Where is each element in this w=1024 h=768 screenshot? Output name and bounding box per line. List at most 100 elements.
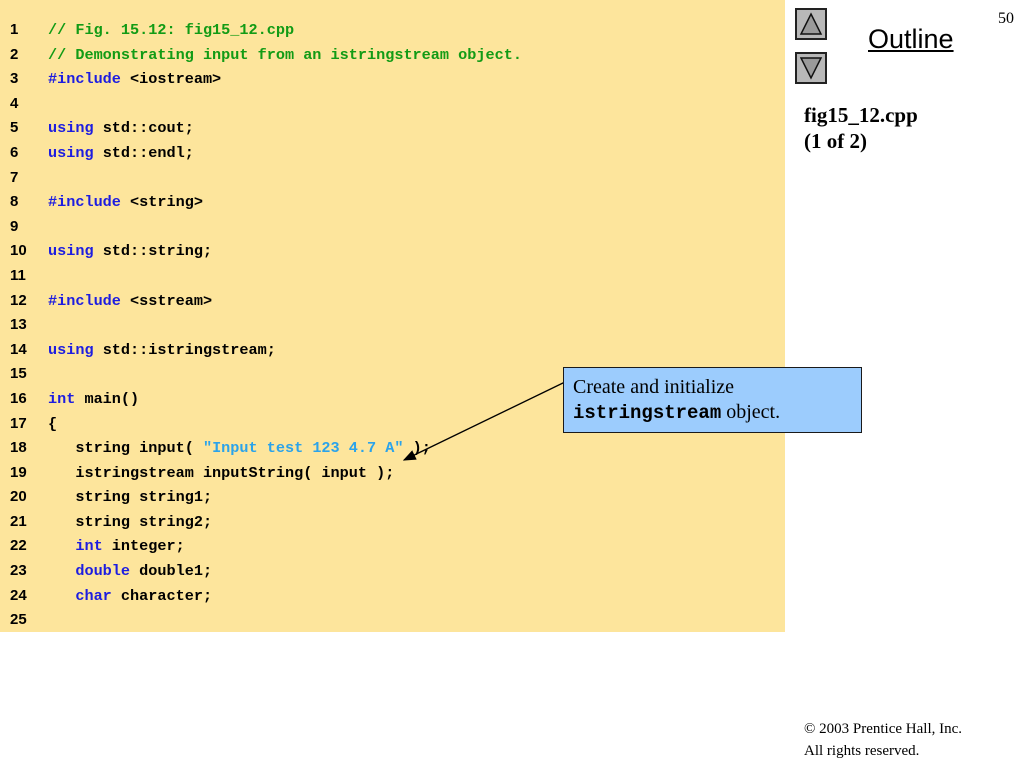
code-token-keyword: using [48, 143, 94, 162]
code-token-plain: std::string; [93, 242, 213, 261]
code-token-plain: character; [111, 586, 213, 605]
code-line: 9 [0, 215, 785, 240]
line-code: using std::istringstream; [48, 338, 276, 363]
code-line: 24 char character; [0, 584, 785, 609]
code-line: 6 using std::endl; [0, 141, 785, 166]
line-code: #include <sstream> [48, 289, 212, 314]
code-token-keyword: int [48, 389, 76, 408]
code-token-plain: integer; [102, 537, 185, 556]
line-number: 15 [10, 365, 27, 383]
line-number: 21 [10, 512, 27, 530]
callout-box: Create and initialize istringstream obje… [563, 367, 862, 433]
line-code: string string2; [48, 510, 212, 535]
code-token-plain: <iostream> [120, 70, 222, 89]
rights-line: All rights reserved. [804, 743, 920, 759]
line-number: 20 [10, 488, 27, 506]
code-line: 12 #include <sstream> [0, 289, 785, 314]
code-token-plain: std::cout; [93, 119, 194, 138]
line-number: 13 [10, 316, 27, 334]
line-code: char character; [48, 584, 212, 609]
code-token-plain: <sstream> [120, 291, 213, 310]
code-token-plain: std::istringstream; [93, 340, 276, 359]
code-token-keyword: char [75, 586, 112, 605]
line-code: // Fig. 15.12: fig15_12.cpp [48, 18, 294, 43]
code-line: 16 int main() [0, 387, 785, 412]
outline-link[interactable]: Outline [868, 24, 954, 54]
line-number: 1 [10, 21, 19, 38]
line-code: using std::endl; [48, 141, 194, 166]
slide-number: 50 [998, 10, 1014, 27]
line-number: 18 [10, 439, 27, 457]
code-line: 22 int integer; [0, 534, 785, 559]
line-code: double double1; [48, 559, 212, 584]
code-line: 4 [0, 92, 785, 117]
code-line: 8 #include <string> [0, 190, 785, 215]
callout-code-term: istringstream [573, 402, 722, 424]
line-code: string string1; [48, 485, 212, 510]
code-line: 2// Demonstrating input from an istrings… [0, 43, 785, 68]
line-number: 25 [10, 611, 27, 629]
copyright-notice: © 2003 Prentice Hall, Inc. All rights re… [804, 718, 962, 762]
line-code: istringstream inputString( input ); [48, 461, 394, 486]
code-token-keyword: double [75, 562, 131, 581]
triangle-up-icon [799, 12, 823, 35]
line-number: 24 [10, 586, 27, 604]
code-token-plain: string string2; [48, 512, 213, 531]
callout-text: Create and initialize [573, 376, 735, 398]
code-token-plain: { [48, 414, 58, 433]
code-token-keyword: int [75, 537, 103, 556]
line-number: 6 [10, 143, 19, 161]
file-title-block: fig15_12.cpp (1 of 2) [804, 102, 918, 154]
line-number: 4 [10, 94, 19, 112]
code-token-keyword: using [48, 119, 94, 138]
line-number: 8 [10, 193, 19, 211]
line-code: { [48, 412, 57, 437]
line-number: 22 [10, 537, 27, 555]
code-token-plain: <string> [120, 193, 203, 212]
code-token-keyword: #include [48, 291, 121, 310]
code-line: 15 [0, 362, 785, 387]
previous-slide-button[interactable] [795, 8, 827, 40]
line-number: 14 [10, 340, 27, 358]
code-token-plain: istringstream inputString( input ); [48, 463, 395, 482]
code-token-keyword: #include [48, 193, 121, 212]
line-number: 17 [10, 414, 27, 432]
line-number: 10 [10, 242, 27, 260]
callout-text-end: object. [721, 401, 781, 423]
line-code: using std::cout; [48, 116, 194, 141]
line-number: 12 [10, 291, 27, 309]
line-number: 7 [10, 168, 19, 186]
next-slide-button[interactable] [795, 52, 827, 84]
code-line: 25 [0, 608, 785, 633]
code-token-comment: // Demonstrating input from an istringst… [48, 45, 522, 64]
line-code: int main() [48, 387, 139, 412]
line-number: 23 [10, 562, 27, 580]
copyright-line: © 2003 Prentice Hall, Inc. [804, 721, 963, 737]
code-line: 19 istringstream inputString( input ); [0, 461, 785, 486]
code-line: 21 string string2; [0, 510, 785, 535]
code-listing-panel: 1 // Fig. 15.12: fig15_12.cpp 2// Demonstr… [0, 0, 785, 632]
line-code: int integer; [48, 534, 185, 559]
line-code: string input( "Input test 123 4.7 A" ); [48, 436, 430, 461]
code-line: 17 { [0, 412, 785, 437]
line-number: 9 [10, 217, 19, 235]
code-token-plain: main() [75, 389, 140, 408]
line-code: using std::string; [48, 239, 212, 264]
code-token-comment: // Fig. 15.12: fig15_12.cpp [48, 21, 295, 39]
triangle-down-icon [799, 57, 823, 80]
code-lines: 1 // Fig. 15.12: fig15_12.cpp 2// Demonstr… [0, 18, 785, 633]
line-code: // Demonstrating input from an istringst… [48, 43, 522, 68]
code-token-plain: double1; [130, 562, 213, 581]
line-number: 16 [10, 389, 27, 407]
code-token-plain: string input( [48, 439, 203, 458]
code-line: 1 // Fig. 15.12: fig15_12.cpp [0, 18, 785, 43]
code-line: 14 using std::istringstream; [0, 338, 785, 363]
code-line: 13 [0, 313, 785, 338]
page-indicator: (1 of 2) [804, 129, 867, 153]
code-line: 23 double double1; [0, 559, 785, 584]
code-line: 10 using std::string; [0, 239, 785, 264]
line-number: 3 [10, 70, 19, 88]
code-token-keyword: using [48, 340, 94, 359]
